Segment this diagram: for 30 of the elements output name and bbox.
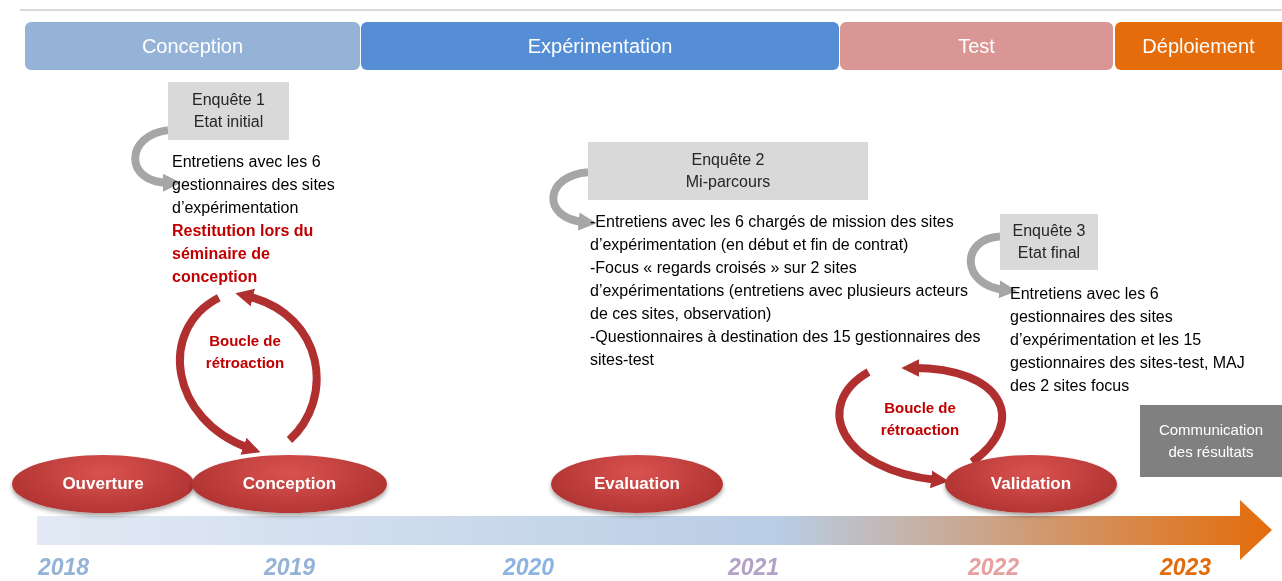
description-text: -Focus « regards croisés » sur 2 sites d’expérimentations (entretiens avec plusieurs acteurs de ces sites, observation) — [590, 258, 969, 324]
year-label: 2020 — [503, 556, 556, 578]
description-text: -Entretiens avec les 6 chargés de mission des sites d’expérimentation (en début et fin de contrat) — [590, 212, 955, 255]
description-text: Entretiens avec les 6 gestionnaires des sites d’expérimentation et les 15 gestionnaires des sites-test, MAJ des 2 sites focus — [1010, 284, 1246, 396]
milestone-ellipse: Evaluation — [551, 455, 723, 513]
description-text: -Questionnaires à destination des 15 gestionnaires des sites-test — [590, 327, 982, 370]
highlight-text: Restitution lors du séminaire de conception — [172, 221, 315, 287]
milestone-ellipse: Validation — [945, 455, 1117, 513]
phase-band: Test — [840, 22, 1113, 70]
description-text: Entretiens avec les 6 gestionnaires des sites d’expérimentation — [172, 152, 336, 218]
survey-box: Enquête 1 Etat initial — [168, 82, 289, 140]
year-label: 2021 — [728, 556, 781, 578]
curved-arrow — [549, 168, 597, 230]
survey-box: Enquête 2 Mi-parcours — [588, 142, 868, 200]
result-box: Communication des résultats — [1140, 405, 1282, 477]
year-label: 2019 — [264, 556, 317, 578]
phase-band: Conception — [25, 22, 360, 70]
loop-label: Boucle de rétroaction — [879, 398, 961, 440]
curved-arrow — [235, 289, 321, 443]
year-label: 2023 — [1160, 556, 1213, 578]
phase-band: Expérimentation — [361, 22, 839, 70]
curved-arrow — [966, 232, 1017, 298]
loop-label: Boucle de rétroaction — [204, 331, 286, 373]
year-label: 2022 — [968, 556, 1021, 578]
survey-box: Enquête 3 Etat final — [1000, 214, 1098, 270]
curved-arrow — [176, 294, 261, 454]
milestone-ellipse: Conception — [192, 455, 387, 513]
phase-band: Déploiement — [1115, 22, 1282, 70]
year-label: 2018 — [38, 556, 91, 578]
milestone-ellipse: Ouverture — [12, 455, 194, 513]
